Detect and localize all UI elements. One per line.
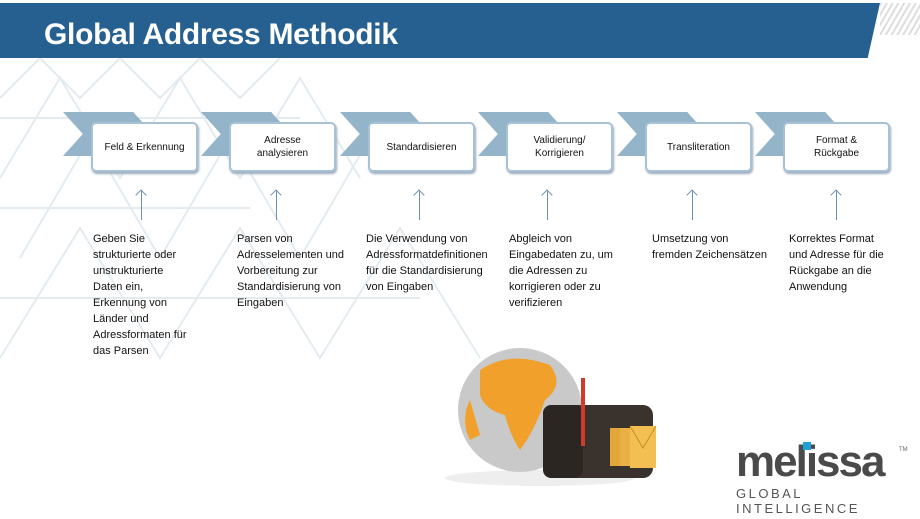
step-description: Umsetzung von fremden Zeichensätzen xyxy=(652,233,767,261)
page-title: Global Address Methodik xyxy=(44,18,398,51)
arrow-up-icon xyxy=(692,190,693,220)
step-box: Format & Rückgabe xyxy=(783,122,890,172)
step-adresse-analysieren: Adresse analysieren xyxy=(201,112,369,172)
step-box: Feld & Erkennung xyxy=(91,122,198,172)
step-box: Standardisieren xyxy=(368,122,475,172)
logo-wordmark: melissa xyxy=(736,437,885,486)
arrow-up-icon xyxy=(141,190,142,220)
logo-dot xyxy=(803,442,811,450)
step-box: Adresse analysieren xyxy=(229,122,336,172)
step-description: Die Verwendung von Adressformatdefinitio… xyxy=(366,233,488,293)
logo-tagline: GLOBAL INTELLIGENCE xyxy=(736,486,860,516)
step-description: Parsen von Adresselementen und Vorbereit… xyxy=(237,233,345,309)
melissa-logo: melissa TM GLOBAL INTELLIGENCE xyxy=(736,437,920,517)
step-format-rueckgabe: Format & Rückgabe xyxy=(755,112,920,172)
step-box: Validierung/ Korrigieren xyxy=(506,122,613,172)
arrow-up-icon xyxy=(547,190,548,220)
hatch-decoration xyxy=(880,3,920,35)
arrow-up-icon xyxy=(836,190,837,220)
globe-mailbox-illustration xyxy=(445,348,657,486)
step-validierung: Validierung/ Korrigieren xyxy=(478,112,646,172)
step-box: Transliteration xyxy=(645,122,752,172)
background-pattern xyxy=(0,58,481,360)
arrow-up-icon xyxy=(419,190,420,220)
step-description: Geben Sie strukturierte oder unstrukturi… xyxy=(93,233,187,357)
step-description: Abgleich von Eingabedaten zu, um die Adr… xyxy=(509,233,613,309)
title-bar xyxy=(0,3,880,58)
step-feld-erkennung: Feld & Erkennung xyxy=(63,112,231,172)
trademark: TM xyxy=(899,447,908,453)
step-description: Korrektes Format und Adresse für die Rüc… xyxy=(789,233,884,293)
arrow-up-icon xyxy=(276,190,277,220)
